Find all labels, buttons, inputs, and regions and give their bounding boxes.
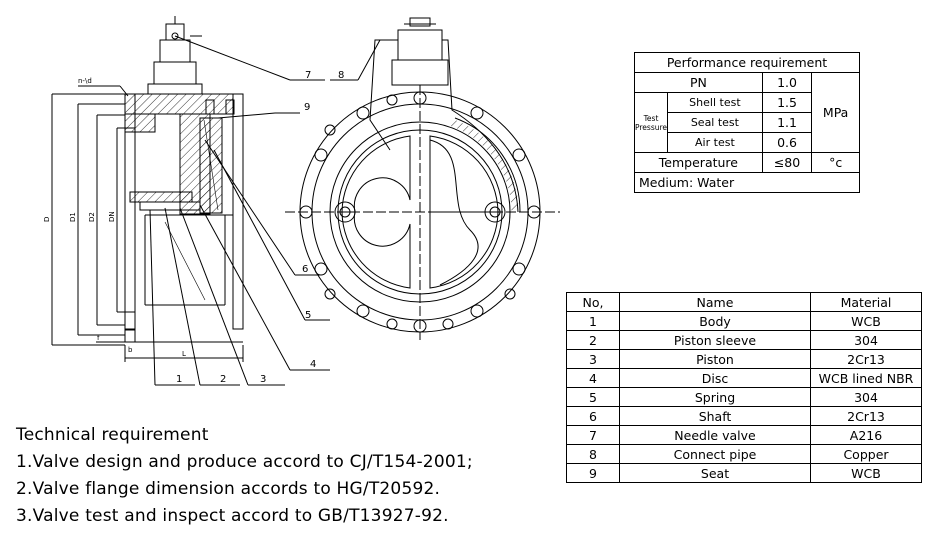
part-name: Disc — [619, 368, 811, 388]
part-material: 2Cr13 — [810, 349, 922, 369]
label-D: D — [43, 217, 51, 222]
inner-ring — [329, 121, 511, 303]
label-b: b — [128, 346, 133, 354]
callout-2: 2 — [220, 374, 226, 385]
label-f: f — [97, 334, 100, 342]
performance-table: Performance requirement PN 1.0 MPa Test … — [633, 52, 860, 193]
front-view — [285, 17, 560, 340]
part-material: WCB — [810, 311, 922, 331]
callout-1: 1 — [176, 374, 182, 385]
temperature-label: Temperature — [634, 152, 763, 173]
part-material: WCB — [810, 463, 922, 483]
seal-test-label: Seal test — [667, 112, 763, 133]
technical-requirements: Technical requirement 1.Valve design and… — [16, 422, 473, 530]
technical-item-3: 3.Valve test and inspect accord to GB/T1… — [16, 506, 449, 526]
seal-test-value: 1.1 — [761, 112, 813, 133]
section-view — [51, 16, 330, 386]
callout-6: 6 — [302, 264, 308, 275]
bonnet — [153, 61, 197, 85]
part-no: 1 — [566, 311, 620, 331]
part-no: 3 — [566, 349, 620, 369]
part-material: A216 — [810, 425, 922, 445]
part-name: Piston — [619, 349, 811, 369]
parts-header-row: No, Name Material — [566, 292, 922, 312]
part-name: Connect pipe — [619, 444, 811, 464]
part-material: WCB lined NBR — [810, 368, 922, 388]
part-name: Spring — [619, 387, 811, 407]
shell-test-value: 1.5 — [761, 92, 813, 113]
callout-7: 7 — [305, 70, 311, 81]
body-flange-top — [124, 93, 234, 115]
label-bolt-holes: n-\d — [78, 77, 92, 85]
technical-item-1: 1.Valve design and produce accord to CJ/… — [16, 452, 473, 472]
label-L: L — [182, 350, 186, 358]
part-no: 5 — [566, 387, 620, 407]
part-no: 9 — [566, 463, 620, 483]
test-pressure-label: Test Pressure — [633, 92, 669, 153]
part-material: 2Cr13 — [810, 406, 922, 426]
part-no: 2 — [566, 330, 620, 350]
callout-9: 9 — [304, 102, 310, 113]
part-material: 304 — [810, 330, 922, 350]
label-D1: D1 — [69, 212, 77, 222]
part-name: Seat — [619, 463, 811, 483]
temperature-value: ≤80 — [761, 152, 813, 173]
connect-pipe — [369, 39, 398, 151]
technical-item-2: 2.Valve flange dimension accords to HG/T… — [16, 479, 441, 499]
part-no: 4 — [566, 368, 620, 388]
label-DN: DN — [108, 211, 116, 222]
bolt-holes — [299, 91, 541, 333]
part-name: Body — [619, 311, 811, 331]
part-name: Shaft — [619, 406, 811, 426]
callout-3: 3 — [260, 374, 266, 385]
technical-title: Technical requirement — [16, 425, 209, 445]
actuator-top — [159, 39, 191, 63]
part-name: Needle valve — [619, 425, 811, 445]
callout-numbers: 7 8 9 6 5 4 1 2 3 — [176, 70, 344, 385]
pn-label: PN — [634, 72, 763, 93]
medium-row: Medium: Water — [634, 172, 860, 193]
front-bonnet — [391, 59, 449, 86]
label-D2: D2 — [88, 212, 96, 222]
part-material: 304 — [810, 387, 922, 407]
connect-pipe-right — [442, 39, 519, 213]
performance-title: Performance requirement — [634, 52, 860, 73]
header-material: Material — [810, 292, 922, 312]
callout-4: 4 — [310, 359, 316, 370]
callout-5: 5 — [305, 310, 311, 321]
piston — [129, 191, 193, 203]
pressure-unit: MPa — [811, 72, 860, 153]
pn-value: 1.0 — [761, 72, 813, 93]
needle-valve-body — [165, 23, 185, 41]
front-actuator-top — [397, 29, 443, 61]
needle-valve-icon — [171, 32, 179, 40]
part-name: Piston sleeve — [619, 330, 811, 350]
header-name: Name — [619, 292, 811, 312]
air-test-label: Air test — [667, 132, 763, 153]
shell-test-label: Shell test — [667, 92, 763, 113]
temperature-unit: °c — [811, 152, 860, 173]
part-no: 8 — [566, 444, 620, 464]
header-no: No, — [566, 292, 620, 312]
callout-8: 8 — [338, 70, 344, 81]
part-no: 7 — [566, 425, 620, 445]
part-material: Copper — [810, 444, 922, 464]
dimension-labels: n-\d D D1 D2 DN f b L — [43, 77, 186, 358]
part-no: 6 — [566, 406, 620, 426]
air-test-value: 0.6 — [761, 132, 813, 153]
